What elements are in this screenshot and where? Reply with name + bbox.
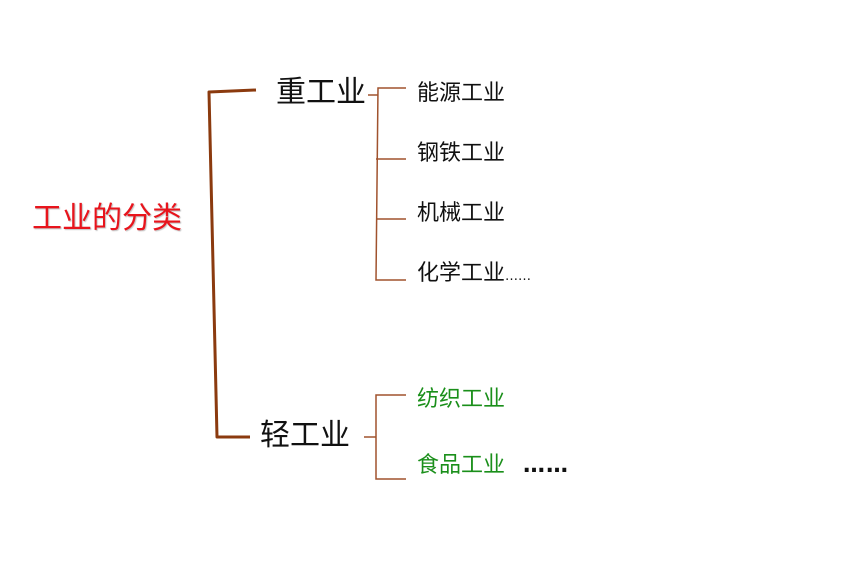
heavy-industry-label: 重工业 — [276, 75, 366, 110]
heavy-item-steel: 钢铁工业 — [417, 141, 506, 166]
heavy-trailing-ellipsis: …… — [505, 269, 532, 284]
heavy-item-machinery: 机械工业 — [417, 201, 506, 226]
light-industry-label: 轻工业 — [260, 418, 350, 453]
heavy-item-energy: 能源工业 — [417, 81, 506, 106]
main-bracket — [207, 88, 257, 439]
light-item-textile: 纺织工业 — [417, 387, 506, 412]
light-item-food: 食品工业 — [417, 453, 506, 478]
root-label: 工业的分类 — [32, 201, 182, 236]
heavy-bracket — [375, 87, 406, 281]
heavy-item-chemical-text: 化学工业 — [417, 261, 506, 286]
light-trailing-ellipsis: …… — [523, 453, 569, 478]
heavy-item-chemical: 化学工业…… — [417, 263, 531, 285]
light-bracket — [375, 394, 406, 480]
